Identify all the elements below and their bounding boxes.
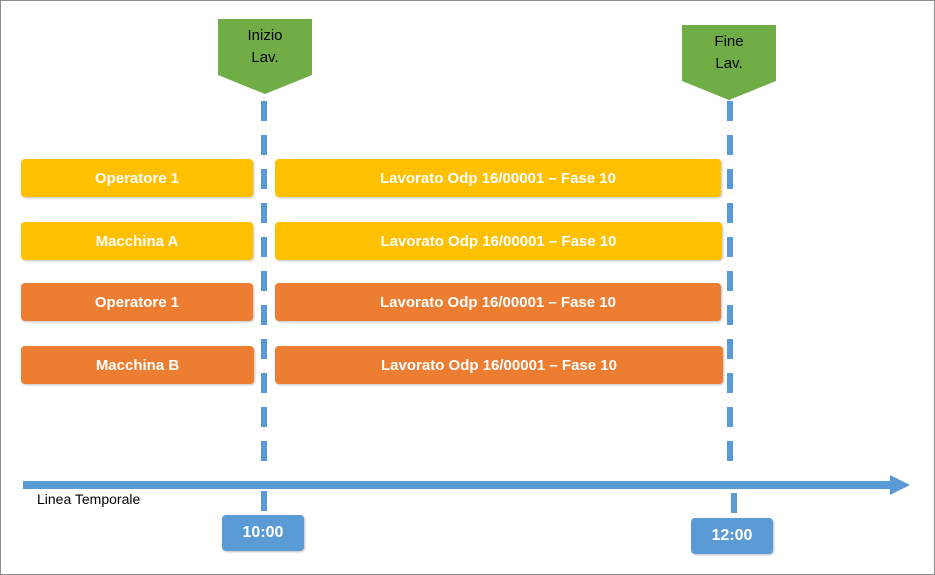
end-time-badge: 12:00 [691,518,773,554]
pentagon-marker-shape [218,19,312,94]
resource-bar-macchina-b: Macchina B [21,346,254,384]
end-dashed-line-lower [731,493,737,517]
resource-bar-operatore-1: Operatore 1 [21,283,253,321]
resource-bar-macchina-a: Macchina A [21,222,253,260]
end-dashed-line [727,101,733,467]
start-dashed-line [261,101,267,461]
end-marker-line2: Lav. [715,55,743,72]
end-work-marker: Fine Lav. [682,25,776,103]
end-marker-line1: Fine [714,33,744,50]
resource-bar-operatore-1: Operatore 1 [21,159,253,197]
activity-bar: Lavorato Odp 16/00001 – Fase 10 [275,346,723,384]
timeline-arrow [23,475,910,495]
timeline-label: Linea Temporale [37,491,141,507]
start-time-badge: 10:00 [222,515,304,551]
start-work-marker: Inizio Lav. [218,19,312,97]
pentagon-marker-shape [682,25,776,100]
start-dashed-line-lower [261,491,267,513]
activity-bar: Lavorato Odp 16/00001 – Fase 10 [275,283,721,321]
start-marker-line1: Inizio [247,27,283,44]
activity-bar: Lavorato Odp 16/00001 – Fase 10 [275,159,721,197]
start-marker-line2: Lav. [251,49,279,66]
activity-bar: Lavorato Odp 16/00001 – Fase 10 [275,222,722,260]
